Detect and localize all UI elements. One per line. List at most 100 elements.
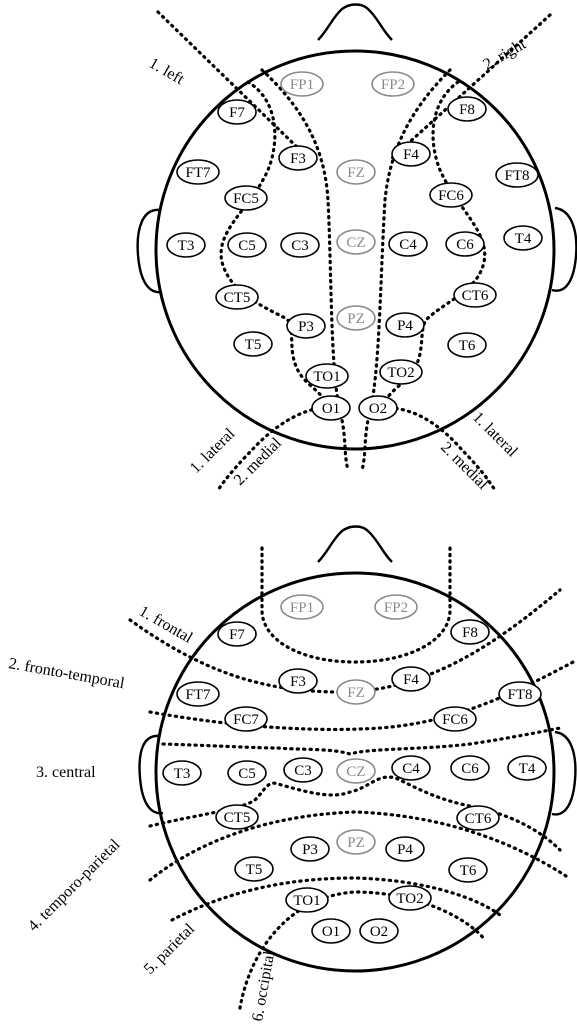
electrode-t6: T6 [449,858,487,882]
electrode-c6: C6 [446,232,484,256]
electrode-fc6: FC6 [434,707,476,731]
electrode-fc6: FC6 [430,183,472,207]
label-central: 3. central [36,764,96,781]
electrode-c4: C4 [389,232,427,256]
electrode-label: O2 [370,924,388,940]
label-lateral-left: 1. lateral [187,425,239,477]
electrode-label: F7 [229,105,245,121]
electrode-label: FT7 [185,687,211,703]
electrode-f3: F3 [279,146,317,170]
electrode-cz: CZ [337,230,375,254]
electrode-label: PZ [347,835,365,851]
electrode-label: CZ [346,764,365,780]
electrode-ct5: CT5 [216,805,258,829]
electrode-ft7: FT7 [177,682,219,706]
electrode-label: TO2 [387,365,414,381]
head-outline-1 [138,5,577,450]
electrode-to1: TO1 [286,888,328,912]
electrode-label: FZ [347,685,365,701]
electrode-label: F4 [403,672,419,688]
electrode-label: T4 [519,761,536,777]
electrode-label: C6 [461,761,479,777]
electrode-label: P4 [397,318,413,334]
electrode-fp2: FP2 [375,595,417,619]
electrode-label: FT8 [507,687,532,703]
electrode-c4: C4 [392,756,430,780]
electrode-pz: PZ [337,306,375,330]
electrode-label: FT7 [185,165,211,181]
electrode-o2: O2 [360,919,398,943]
electrode-label: P3 [302,842,318,858]
electrode-label: CZ [346,235,365,251]
label-occipital: 6. occipital [249,949,278,1023]
electrode-f8: F8 [451,620,489,644]
electrode-label: O1 [322,401,340,417]
diagram-regions: 1. frontal 2. fronto-temporal 3. central… [7,527,577,1023]
electrode-label: C5 [238,766,256,782]
electrode-label: FZ [347,165,365,181]
electrode-label: C3 [291,238,309,254]
electrode-label: F4 [403,147,419,163]
electrode-p4: P4 [386,313,424,337]
electrode-label: FP1 [290,77,314,93]
electrodes-2: FP1FP2F7F8F3FZF4FT7FT8FC7FC6T3C5C3CZC4C6… [163,595,546,943]
electrode-ft7: FT7 [177,160,219,184]
electrode-label: C4 [399,237,417,253]
electrode-label: O1 [322,924,340,940]
electrode-label: CT5 [224,810,251,826]
electrode-to2: TO2 [380,360,422,384]
electrode-label: T3 [178,238,195,254]
boundary-central-top [163,728,560,754]
label-fronto-temporal: 2. fronto-temporal [7,655,126,692]
electrode-label: T6 [460,863,477,879]
electrode-t4: T4 [504,226,542,250]
electrode-f7: F7 [218,622,256,646]
electrode-pz: PZ [337,830,375,854]
electrode-label: O2 [369,401,387,417]
electrode-label: FC6 [438,188,464,204]
electrode-f4: F4 [392,667,430,691]
electrode-label: FT8 [504,168,529,184]
electrode-label: FC7 [233,712,259,728]
electrode-t5: T5 [234,332,272,356]
right-ear [552,208,576,291]
electrode-label: FP1 [290,600,314,616]
electrode-t5: T5 [235,857,273,881]
electrode-ct6: CT6 [454,283,496,307]
electrode-fp2: FP2 [372,72,414,96]
electrode-p4: P4 [386,837,424,861]
label-lateral-right: 1. lateral [469,409,521,461]
electrode-ft8: FT8 [496,163,538,187]
boundary-occipital [240,892,485,1008]
electrode-label: CT6 [462,288,489,304]
electrode-label: C3 [294,763,312,779]
electrode-t6: T6 [448,333,486,357]
electrode-fc7: FC7 [225,707,267,731]
right-ear [552,732,575,814]
electrode-c5: C5 [228,233,266,257]
electrode-t4: T4 [508,756,546,780]
electrode-o2: O2 [359,396,397,420]
electrode-label: P4 [397,842,413,858]
electrode-label: T5 [246,862,263,878]
electrode-ct6: CT6 [457,806,499,830]
label-right: 2. right [481,35,530,73]
electrode-label: TO1 [313,369,340,385]
electrode-t3: T3 [167,233,205,257]
electrode-c5: C5 [228,761,266,785]
nose [318,527,392,563]
label-parietal: 5. parietal [141,920,199,978]
electrode-label: FC5 [233,191,259,207]
label-medial-right: 2. medial [437,439,492,494]
electrode-fc5: FC5 [225,186,267,210]
electrode-label: P3 [298,319,314,335]
electrode-p3: P3 [291,837,329,861]
electrode-ct5: CT5 [216,285,258,309]
electrode-label: F7 [229,627,245,643]
electrode-label: TO1 [293,893,320,909]
electrode-ft8: FT8 [499,682,541,706]
electrode-label: C5 [238,238,256,254]
electrode-label: C4 [402,761,420,777]
electrode-o1: O1 [312,396,350,420]
